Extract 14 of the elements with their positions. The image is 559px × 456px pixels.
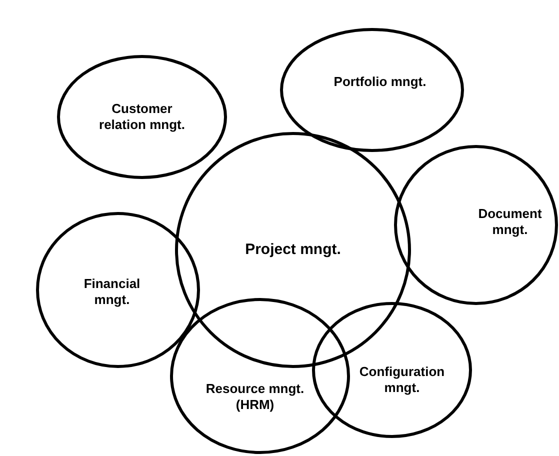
ellipse-node	[394, 145, 558, 305]
node-label: Project mngt.	[245, 242, 341, 258]
node-label: Resource mngt. (HRM)	[204, 381, 306, 413]
node-label: Document mngt.	[477, 206, 543, 238]
node-label: Financial mngt.	[82, 276, 142, 308]
node-label: Portfolio mngt.	[334, 74, 426, 90]
node-label: Customer relation mngt.	[98, 101, 186, 133]
ellipse-node	[312, 302, 472, 438]
ellipse-node	[36, 212, 200, 368]
ellipse-node	[175, 132, 411, 368]
ellipse-node	[280, 28, 464, 152]
ellipse-node	[170, 298, 350, 454]
node-label: Configuration mngt.	[358, 364, 446, 396]
ellipse-node	[57, 55, 227, 179]
